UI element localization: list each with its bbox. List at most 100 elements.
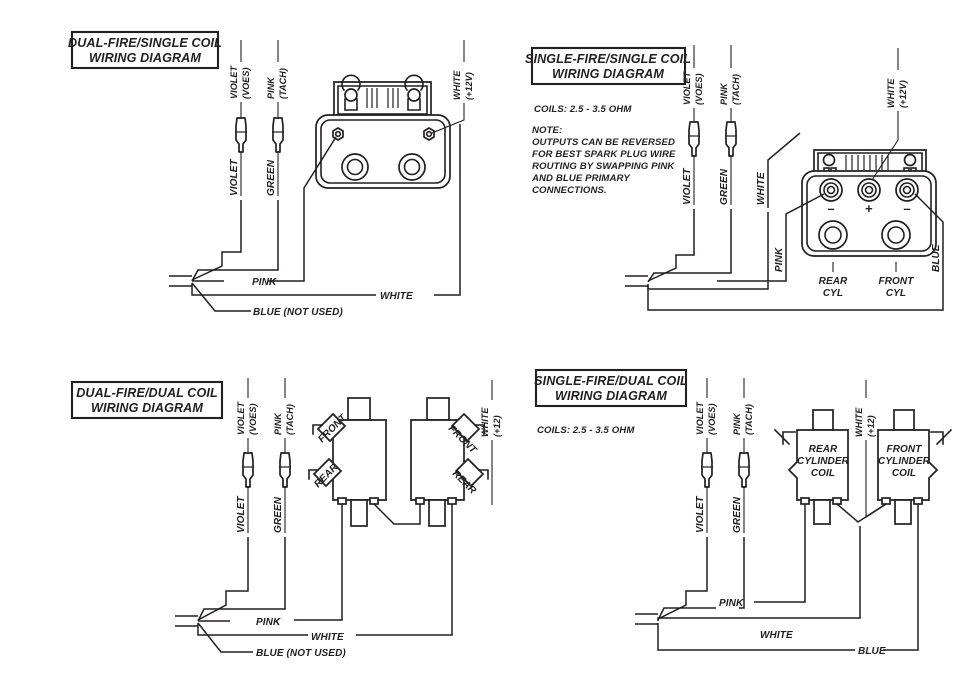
supply-label-white-1: WHITE (452, 70, 462, 100)
lead-label-green-4: GREEN (732, 496, 743, 533)
coil-right-3: FRONT REAR (410, 397, 489, 527)
supply-label-white-2: WHITE (886, 78, 896, 108)
lead-label-violet-2: VIOLET (682, 70, 692, 105)
lead-label-pink-2: PINK (719, 82, 729, 105)
primary-terminal-positive-2 (857, 178, 881, 202)
vertical-label-blue-2: BLUE (931, 244, 942, 272)
diagram-single-fire-dual-coil: SINGLE-FIRE/DUAL COIL WIRING DIAGRAM COI… (534, 368, 953, 657)
lead-label-pink-3: PINK (273, 412, 283, 435)
cylinder-label-rear-line1: REAR (819, 276, 848, 287)
supply-label-12v-1: (+12V) (464, 72, 474, 100)
ignition-coil-module-1 (315, 74, 451, 189)
coil-front-cylinder-4: FRONT CYLINDER COIL (877, 409, 953, 525)
diagram-3-title-line2: WIRING DIAGRAM (91, 401, 203, 415)
lead-label-tach-3: (TACH) (285, 404, 295, 435)
cylinder-label-rear-line2: CYL (823, 288, 843, 299)
coils-spec-2: COILS: 2.5 - 3.5 OHM (534, 104, 632, 115)
lead-label-green-2: GREEN (719, 168, 730, 205)
terminal-symbol-rear-2: – (827, 201, 834, 216)
pink-branch-2: PINK (717, 193, 825, 282)
cylinder-label-front-line1: FRONT (879, 276, 915, 287)
coil-interconnect-4 (836, 503, 887, 523)
violet-voes-lead-3: VIOLET (VOES) VIOLET (197, 378, 258, 621)
diagram-1-title-line1: DUAL-FIRE/SINGLE COIL (68, 36, 222, 50)
title-box-2: SINGLE-FIRE/SINGLE COIL WIRING DIAGRAM (525, 46, 691, 86)
diagram-4-title-line2: WIRING DIAGRAM (555, 389, 667, 403)
harness-label-blue-1: BLUE (NOT USED) (253, 307, 343, 318)
lead-label-violet-4: VIOLET (695, 400, 705, 435)
diagram-dual-fire-single-coil: DUAL-FIRE/SINGLE COIL WIRING DIAGRAM VIO… (68, 30, 474, 318)
white-branch-1 (191, 124, 461, 296)
white-supply-lead-1: WHITE (+12V) (431, 40, 474, 134)
harness-label-blue-3: BLUE (NOT USED) (256, 648, 346, 659)
title-box-3: DUAL-FIRE/DUAL COIL WIRING DIAGRAM (70, 380, 224, 420)
lead-label-pink-4: PINK (732, 412, 742, 435)
pink-tach-lead-4: PINK (TACH) GREEN (657, 378, 754, 621)
harness-label-white-3: WHITE (311, 632, 344, 643)
blue-branch-4 (657, 504, 919, 651)
lead-label-tach-1: (TACH) (278, 68, 288, 99)
coil-name-front-line1: FRONT (887, 444, 923, 455)
lead-label-tach-4: (TACH) (744, 404, 754, 435)
harness-label-white-1-top: WHITE (380, 291, 413, 302)
supply-label-12-4: (+12) (866, 415, 876, 437)
lead-label-violet-lower-4: VIOLET (695, 495, 706, 533)
supply-label-12v-2: (+12V) (898, 80, 908, 108)
harness-label-pink-1-top: PINK (252, 277, 277, 288)
coil-name-rear-line1: REAR (809, 444, 838, 455)
lead-label-green-3: GREEN (273, 496, 284, 533)
pink-tach-lead-2: PINK (TACH) GREEN (647, 45, 741, 283)
lead-label-white-2: WHITE (756, 172, 767, 205)
blue-branch-2: BLUE (647, 193, 944, 311)
lead-label-pink-1: PINK (266, 76, 276, 99)
diagram-2-title-line2: WIRING DIAGRAM (552, 67, 664, 81)
lead-label-violet-1: VIOLET (229, 64, 239, 99)
coil-name-front-line3: COIL (892, 468, 916, 479)
coil-left-3: FRONT REAR (308, 397, 387, 527)
white-branch-4 (657, 526, 861, 621)
harness-trunk-4 (635, 613, 658, 625)
coil-name-rear-line2: CYLINDER (797, 456, 850, 467)
white-supply-lead-3: WHITE (+12) (480, 380, 502, 505)
lead-label-violet-lower-1: VIOLET (229, 158, 240, 196)
pink-tach-lead-1: PINK (TACH) GREEN (191, 40, 288, 282)
diagram-4-title-line1: SINGLE-FIRE/DUAL COIL (534, 374, 688, 388)
lead-label-voes-3: (VOES) (248, 403, 258, 435)
lead-label-tach-2: (TACH) (731, 74, 741, 105)
harness-label-pink-3-top: PINK (256, 617, 281, 628)
coil-name-rear-line3: COIL (811, 468, 835, 479)
note-line-3: ROUTING BY SWAPPING PINK (532, 161, 675, 172)
lead-label-violet-lower-2: VIOLET (682, 167, 693, 205)
white-to-coil-2 (767, 132, 801, 208)
coil-name-front-line2: CYLINDER (878, 456, 931, 467)
title-box-4: SINGLE-FIRE/DUAL COIL WIRING DIAGRAM (534, 368, 688, 408)
pink-tach-lead-3: PINK (TACH) GREEN (197, 378, 295, 622)
supply-label-white-4: WHITE (854, 407, 864, 437)
title-box-1: DUAL-FIRE/SINGLE COIL WIRING DIAGRAM (68, 30, 222, 70)
coils-spec-4: COILS: 2.5 - 3.5 OHM (537, 425, 635, 436)
diagram-1-title-line2: WIRING DIAGRAM (89, 51, 201, 65)
lead-label-violet-lower-3: VIOLET (236, 495, 247, 533)
pink-branch-4 (754, 504, 806, 603)
harness-label-pink-4: PINK (719, 598, 744, 609)
note-block-2: NOTE: OUTPUTS CAN BE REVERSED FOR BEST S… (531, 125, 676, 196)
harness-label-white-4: WHITE (760, 630, 793, 641)
lead-label-voes-1: (VOES) (241, 67, 251, 99)
primary-terminal-right-1 (423, 127, 435, 141)
note-heading-2: NOTE: (532, 125, 562, 136)
lead-label-green-1: GREEN (266, 159, 277, 196)
pink-branch-3 (294, 504, 343, 621)
note-line-5: CONNECTIONS. (532, 185, 607, 196)
coil-rear-cylinder-4: REAR CYLINDER COIL (773, 409, 850, 525)
violet-voes-lead-4: VIOLET (VOES) VIOLET (657, 378, 717, 620)
terminal-symbol-front-2: – (903, 201, 910, 216)
harness-trunk-1 (169, 275, 251, 312)
diagram-3-title-line1: DUAL-FIRE/DUAL COIL (76, 386, 218, 400)
white-supply-lead-2: WHITE (+12V) (871, 48, 908, 181)
ignition-coil-module-2: – + – (801, 149, 937, 257)
supply-label-white-3: WHITE (480, 407, 490, 437)
primary-terminal-rear-2 (819, 178, 843, 202)
cylinder-labels-2: REAR CYL FRONT CYL (819, 262, 915, 299)
